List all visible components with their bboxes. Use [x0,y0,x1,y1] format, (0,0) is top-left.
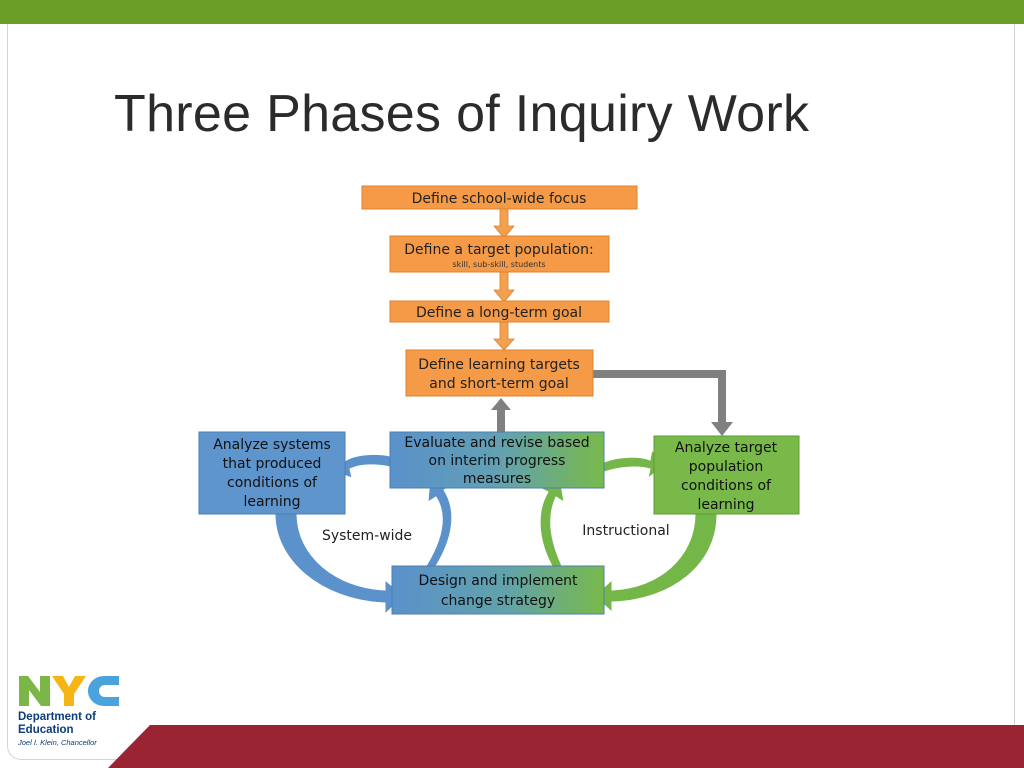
box-population-sublabel: skill, sub-skill, students [452,260,545,269]
box-analyze-systems-line2: that produced [223,456,322,472]
instructional-cycle [538,448,718,614]
down-arrow-2 [493,271,515,303]
box-targets-line2: and short-term goal [429,376,568,392]
label-system-wide: System-wide [322,528,412,544]
box-analyze-systems-line1: Analyze systems [213,437,331,453]
box-analyze-target-line4: learning [697,497,754,513]
box-analyze-systems: Analyze systems that produced conditions… [198,431,346,515]
logo-chancellor: Joel I. Klein, Chancellor [18,738,97,747]
orange-connectors [493,208,515,351]
box-population-label: Define a target population: [404,242,593,258]
box-design: Design and implement change strategy [391,565,605,615]
down-arrow-3 [493,320,515,351]
down-arrow-1 [493,208,515,239]
top-accent-bar [0,0,1024,24]
box-evaluate-line3: measures [463,471,531,487]
logo-department-line1: Department of [18,711,96,723]
box-evaluate-line2: on interim progress [429,453,566,469]
box-analyze-target-line1: Analyze target [675,440,778,456]
box-evaluate-line1: Evaluate and revise based [404,435,589,451]
box-long-goal: Define a long-term goal [389,300,610,323]
gray-elbow-arrow [593,370,733,436]
box-evaluate: Evaluate and revise based on interim pro… [389,431,605,489]
nyc-logo-mark [19,676,119,706]
slide-title: Three Phases of Inquiry Work [114,85,810,143]
green-arrow-up-center [538,477,565,567]
box-design-line2: change strategy [441,593,555,609]
box-analyze-systems-line4: learning [243,494,300,510]
gray-connectors [491,370,733,436]
label-instructional: Instructional [582,523,669,539]
logo-department: Department of Education [18,711,96,737]
box-long-goal-label: Define a long-term goal [416,305,582,321]
box-analyze-systems-line3: conditions of [227,475,318,491]
box-targets: Define learning targets and short-term g… [405,349,594,397]
logo-department-line2: Education [18,724,74,736]
box-design-line1: Design and implement [418,573,578,589]
box-population: Define a target population: skill, sub-s… [389,235,610,273]
box-targets-line1: Define learning targets [418,357,580,373]
gray-up-arrow [491,398,511,432]
box-analyze-target: Analyze target population conditions of … [653,435,800,515]
box-analyze-target-line3: conditions of [681,478,772,494]
box-focus: Define school-wide focus [361,185,638,210]
box-analyze-target-line2: population [689,459,764,475]
nyc-doe-logo: Department of Education Joel I. Klein, C… [18,674,158,754]
box-focus-label: Define school-wide focus [412,191,587,207]
